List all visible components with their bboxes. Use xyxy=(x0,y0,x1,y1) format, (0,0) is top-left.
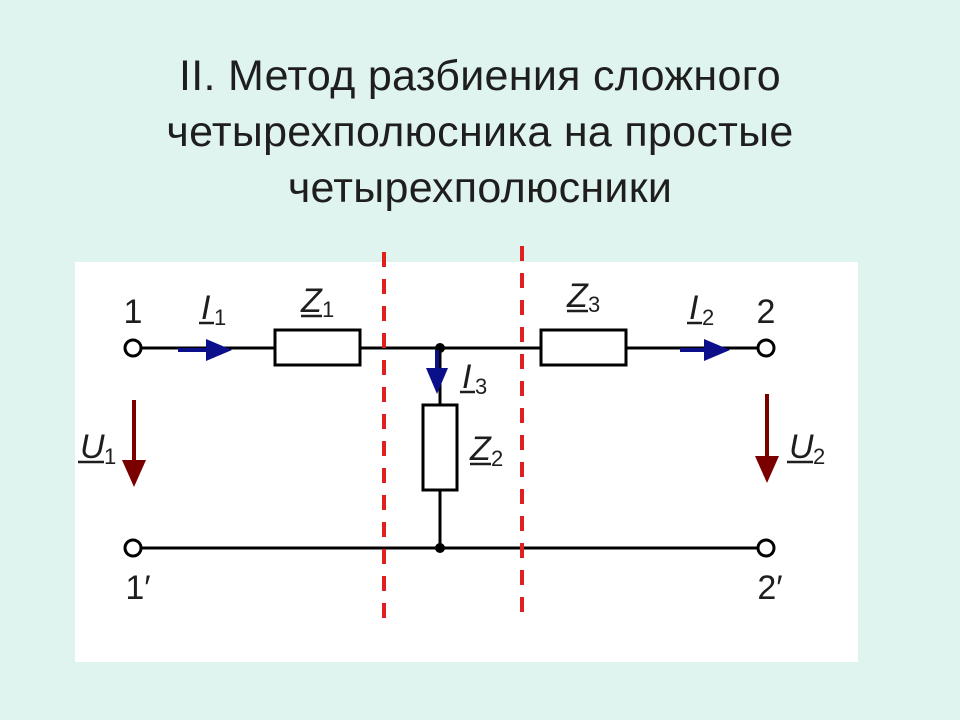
voltage-arrow-u2 xyxy=(755,394,779,483)
label-z1: Z 1 xyxy=(300,282,334,322)
impedance-z2-box xyxy=(421,403,459,492)
svg-text:I: I xyxy=(201,289,211,327)
terminal-2[interactable] xyxy=(756,338,776,358)
terminal-1-label: 1 xyxy=(124,293,143,331)
label-i3: I 3 xyxy=(460,358,487,399)
svg-text:1: 1 xyxy=(214,305,226,330)
label-u2: U 2 xyxy=(787,428,825,469)
svg-text:1: 1 xyxy=(104,444,116,469)
terminal-1-prime-label: 1′ xyxy=(125,569,150,607)
svg-text:I: I xyxy=(689,289,699,327)
label-z2: Z 2 xyxy=(469,430,503,471)
label-z3: Z 3 xyxy=(566,277,600,317)
terminal-1-prime[interactable] xyxy=(123,538,143,558)
svg-text:Z: Z xyxy=(566,277,589,315)
current-arrow-i2 xyxy=(680,339,730,361)
slide-title: II. Метод разбиения сложного четырехполю… xyxy=(0,48,960,216)
svg-text:Z: Z xyxy=(300,282,323,320)
svg-text:I: I xyxy=(462,358,472,396)
svg-text:2: 2 xyxy=(702,305,714,330)
title-line-3: четырехполюсники xyxy=(287,164,673,212)
junction-bottom xyxy=(435,543,445,553)
label-i1: I 1 xyxy=(199,289,226,330)
svg-text:2: 2 xyxy=(491,446,503,471)
terminal-2-prime[interactable] xyxy=(756,538,776,558)
circuit-panel xyxy=(75,262,858,662)
label-u1: U 1 xyxy=(78,428,116,469)
voltage-arrow-u1 xyxy=(122,400,146,487)
svg-text:3: 3 xyxy=(588,292,600,317)
svg-text:Z: Z xyxy=(469,430,492,468)
label-i2: I 2 xyxy=(687,289,714,330)
svg-text:2: 2 xyxy=(813,444,825,469)
terminal-2-prime-label: 2′ xyxy=(757,569,782,607)
svg-text:1: 1 xyxy=(322,297,334,322)
terminal-2-label: 2 xyxy=(757,293,776,331)
impedance-z1-box xyxy=(273,328,362,367)
svg-text:U: U xyxy=(80,428,105,466)
impedance-z3-box xyxy=(539,328,628,367)
svg-text:U: U xyxy=(789,428,814,466)
terminal-1[interactable] xyxy=(123,338,143,358)
svg-text:3: 3 xyxy=(475,374,487,399)
title-line-2: четырехполюсника на простые xyxy=(166,108,794,156)
title-line-1: II. Метод разбиения сложного xyxy=(179,52,781,100)
current-arrow-i3 xyxy=(426,350,448,394)
current-arrow-i1 xyxy=(178,339,232,361)
